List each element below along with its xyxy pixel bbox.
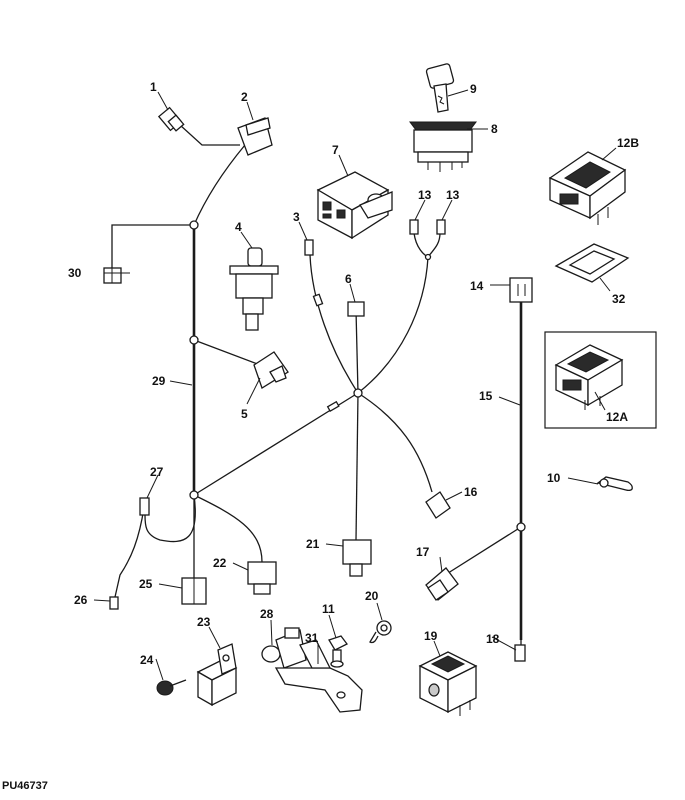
center-harness <box>309 232 441 541</box>
callout-16: 16 <box>464 485 478 499</box>
bezel-32 <box>554 243 630 283</box>
callout-labels: 1 2 3 4 5 6 7 8 9 13 13 12B 32 12A 14 15… <box>2 80 639 792</box>
bracket-31 <box>274 639 363 713</box>
callout-30: 30 <box>68 266 82 280</box>
switch-12B <box>548 151 627 225</box>
callout-12B: 12B <box>617 136 639 150</box>
callout-2: 2 <box>241 90 248 104</box>
callout-17: 17 <box>416 545 430 559</box>
terminal-3 <box>304 239 314 256</box>
ignition-switch-8 <box>409 121 477 172</box>
tie-strap-10 <box>596 476 633 492</box>
callout-10: 10 <box>547 471 561 485</box>
connector-5 <box>253 351 289 389</box>
callout-1: 1 <box>150 80 157 94</box>
bolt-11 <box>328 635 348 668</box>
callout-27: 27 <box>150 465 164 479</box>
switch-12A <box>544 331 657 429</box>
callout-25: 25 <box>139 577 153 591</box>
callout-3: 3 <box>293 210 300 224</box>
callout-26: 26 <box>74 593 88 607</box>
callout-14: 14 <box>470 279 484 293</box>
connector-6 <box>347 301 365 317</box>
connector-1 <box>157 106 185 132</box>
switch-19 <box>418 651 478 716</box>
callout-9: 9 <box>470 82 477 96</box>
relay-23 <box>196 643 238 707</box>
callout-13a: 13 <box>418 188 432 202</box>
figure-id: PU46737 <box>2 780 48 792</box>
callout-4: 4 <box>235 220 242 234</box>
callout-23: 23 <box>197 615 211 629</box>
callout-32: 32 <box>612 292 626 306</box>
callout-22: 22 <box>213 556 227 570</box>
connector-16 <box>425 491 451 519</box>
connector-30 <box>103 267 122 284</box>
connector-2 <box>237 117 273 156</box>
leader-lines <box>93 89 617 681</box>
callout-8: 8 <box>491 122 498 136</box>
terminals-13 <box>409 219 446 235</box>
screw-24 <box>156 679 187 696</box>
callout-20: 20 <box>365 589 379 603</box>
connector-25 <box>181 577 207 605</box>
connector-17 <box>425 567 459 601</box>
switch-4 <box>229 247 279 331</box>
callout-18: 18 <box>486 632 500 646</box>
callout-15: 15 <box>479 389 493 403</box>
switch-28 <box>261 627 307 669</box>
clamp-20 <box>369 620 392 644</box>
key-9 <box>425 63 455 113</box>
terminal-27 <box>139 497 150 516</box>
connector-22 <box>247 561 277 595</box>
callout-11: 11 <box>322 602 335 616</box>
callout-19: 19 <box>424 629 438 643</box>
callout-29: 29 <box>152 374 166 388</box>
terminal-18 <box>514 644 526 662</box>
connector-21 <box>342 539 372 577</box>
callout-5: 5 <box>241 407 248 421</box>
callout-24: 24 <box>140 653 154 667</box>
callout-28: 28 <box>260 607 274 621</box>
right-harness-15 <box>444 300 526 660</box>
callout-13b: 13 <box>446 188 460 202</box>
callout-21: 21 <box>306 537 320 551</box>
callout-12A: 12A <box>606 410 628 424</box>
callout-31: 31 <box>305 631 319 645</box>
connector-14 <box>509 277 533 303</box>
callout-7: 7 <box>332 143 339 157</box>
terminal-26 <box>109 596 119 610</box>
callout-6: 6 <box>345 272 352 286</box>
switch-7 <box>316 171 393 240</box>
